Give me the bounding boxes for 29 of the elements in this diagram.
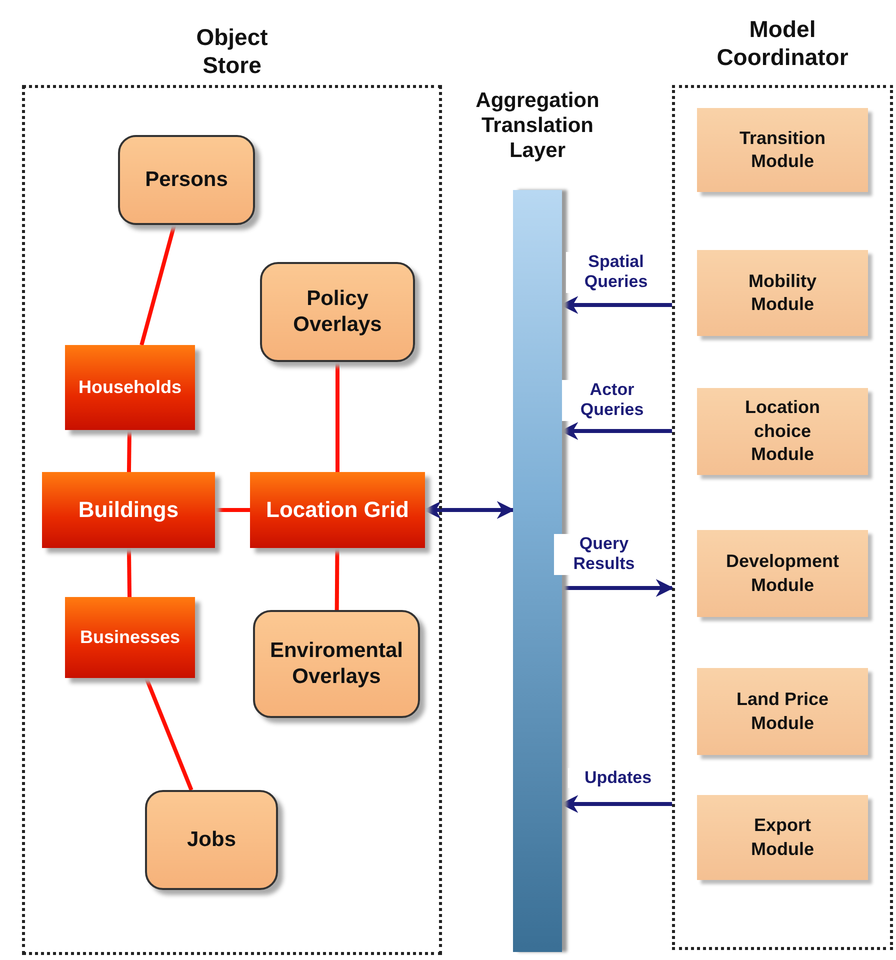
connector-line (215, 508, 250, 512)
module-box: Development Module (697, 530, 868, 617)
connector-line (144, 677, 194, 791)
entity-box: Policy Overlays (260, 262, 415, 362)
connector-line (140, 224, 176, 346)
arrow (423, 501, 515, 519)
entity-box: Location Grid (250, 472, 425, 548)
group-heading: Model Coordinator (716, 16, 850, 72)
group-heading: Object Store (195, 24, 269, 80)
group-heading: Aggregation Translation Layer (474, 88, 600, 164)
entity-box: Persons (118, 135, 255, 225)
connector-line (336, 362, 340, 472)
arrow (560, 296, 672, 314)
module-box: Mobility Module (697, 250, 868, 336)
entity-box: Jobs (145, 790, 278, 890)
entity-box: Businesses (65, 597, 195, 678)
arrow (562, 579, 674, 597)
entity-box: Households (65, 345, 195, 430)
entity-box: Buildings (42, 472, 215, 548)
module-box: Land Price Module (697, 668, 868, 755)
entity-box: Enviromental Overlays (253, 610, 420, 718)
arrow (560, 795, 672, 813)
module-box: Export Module (697, 795, 868, 880)
module-box: Location choice Module (697, 388, 868, 475)
connector-line (126, 430, 132, 472)
connector-line (334, 548, 340, 610)
arrow (560, 422, 672, 440)
module-box: Transition Module (697, 108, 868, 192)
connector-line (126, 548, 132, 598)
